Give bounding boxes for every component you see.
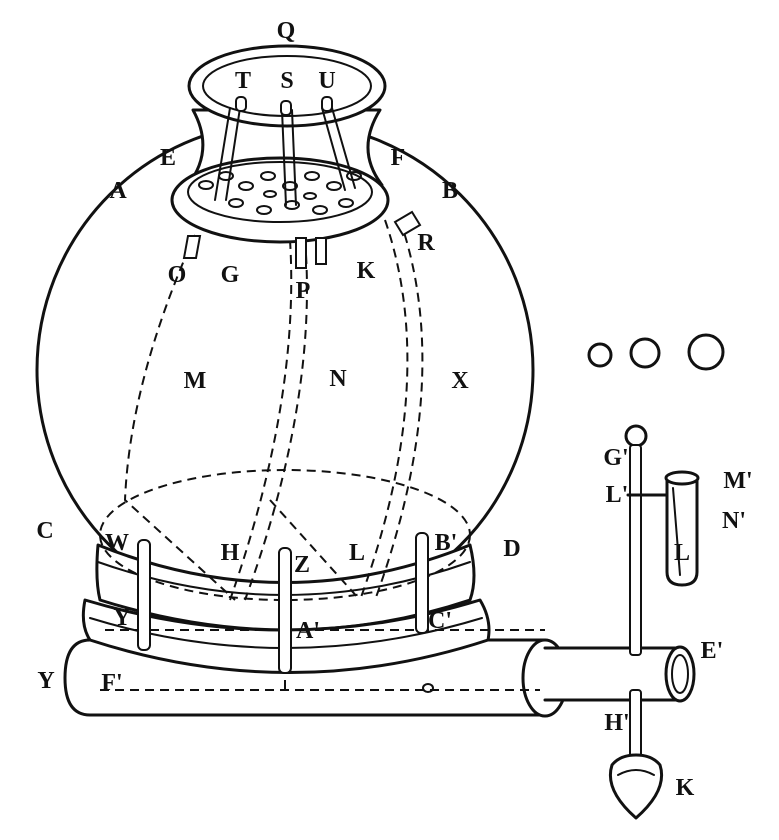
label-G: G — [221, 262, 240, 288]
label-S: S — [280, 68, 293, 94]
label-Z: Z — [294, 552, 310, 578]
label-K: K — [357, 258, 376, 284]
vertical-tubes — [137, 532, 429, 674]
tube-stubs — [182, 210, 422, 269]
label-L: L — [349, 540, 365, 566]
label-E-prime: E' — [701, 638, 724, 664]
label-A-prime: A' — [296, 618, 320, 644]
label-W: W — [105, 530, 129, 556]
label-M-prime: M' — [723, 468, 752, 494]
side-pipe — [543, 645, 696, 703]
perforations — [198, 171, 362, 215]
label-Y-inner: Y — [113, 605, 130, 631]
label-Y-outer: Y — [37, 668, 54, 694]
label-M: M — [184, 368, 207, 394]
label-R: R — [417, 230, 435, 256]
label-G-prime: G' — [603, 445, 628, 471]
label-A: A — [109, 178, 127, 204]
label-F-prime: F' — [101, 670, 122, 696]
label-L-prime: L' — [606, 482, 629, 508]
test-tube — [664, 470, 700, 587]
label-P: P — [296, 278, 311, 304]
label-B: B — [442, 178, 458, 204]
label-X: X — [451, 368, 469, 394]
label-D: D — [503, 536, 520, 562]
label-H: H — [221, 540, 240, 566]
labels: Q T S U E F A B R O G P K M N X C D W H … — [36, 18, 752, 801]
label-C-prime: C' — [428, 608, 452, 634]
label-L-tube: L — [674, 540, 690, 566]
label-C: C — [36, 518, 53, 544]
label-U: U — [318, 68, 335, 94]
label-K-bulb: K — [676, 775, 695, 801]
label-B-prime: B' — [435, 530, 458, 556]
label-F: F — [391, 145, 406, 171]
label-H-prime: H' — [604, 710, 629, 736]
label-N-prime: N' — [722, 508, 746, 534]
label-O: O — [168, 262, 187, 288]
label-E: E — [160, 145, 176, 171]
circles-group — [587, 333, 725, 371]
label-Q: Q — [277, 18, 296, 44]
label-T: T — [235, 68, 251, 94]
label-N: N — [329, 366, 347, 392]
stopcock — [608, 424, 670, 820]
